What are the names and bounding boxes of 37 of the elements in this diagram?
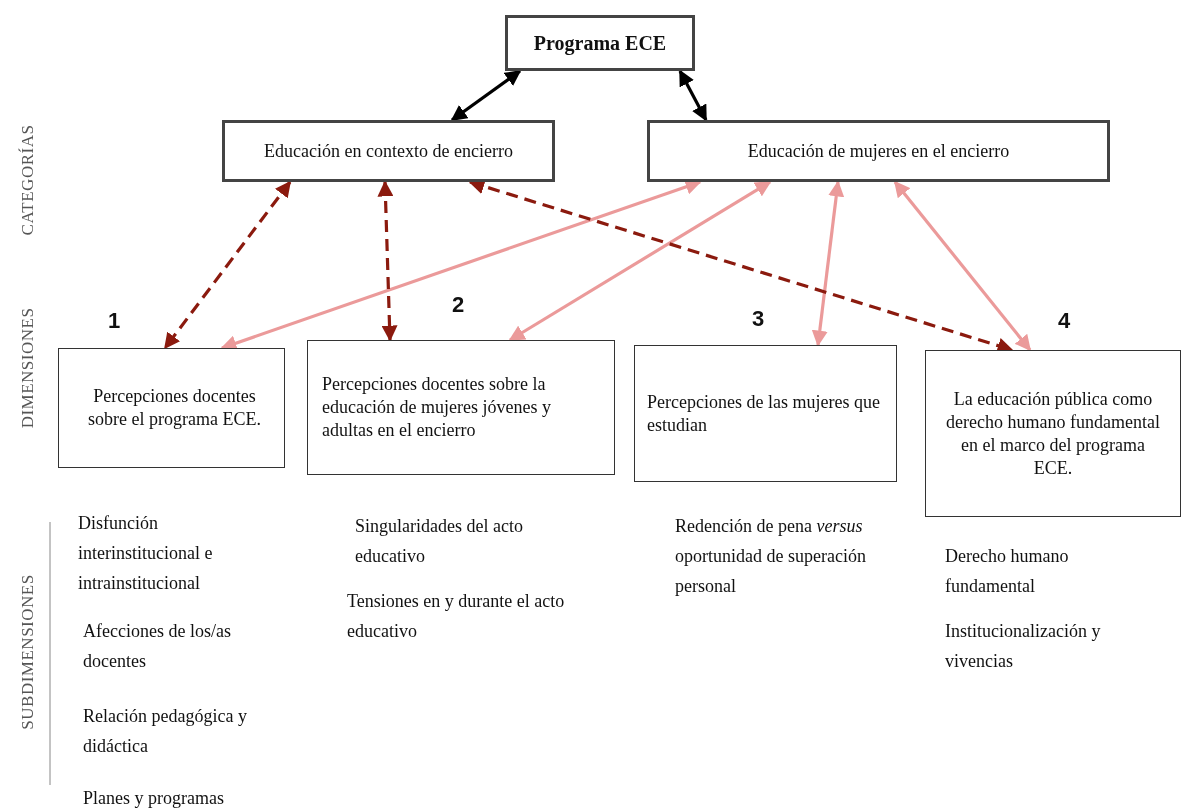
arrow xyxy=(450,69,522,122)
subdimension-text: Tensiones en y durante el acto educativo xyxy=(347,590,566,643)
subdimension-text: Relación pedagógica y didáctica xyxy=(83,705,248,758)
axis-heading: SUBDIMENSIONES xyxy=(17,574,38,730)
subdimension-text: Redención de pena versus oportunidad de superación personal xyxy=(675,515,867,598)
arrow xyxy=(811,180,845,347)
text-box xyxy=(58,348,285,468)
node-text: Educación en contexto de encierro xyxy=(263,139,514,163)
dimension-number: 3 xyxy=(752,306,765,332)
node-text: Percepciones docentes sobre la educación de mujeres jóvenes y adultas en el encierro xyxy=(322,373,552,442)
dimension-number: 1 xyxy=(108,308,121,334)
axis-heading: CATEGORÍAS xyxy=(17,124,38,236)
text-box xyxy=(634,345,897,482)
text-box xyxy=(647,120,1110,182)
arrow xyxy=(678,69,708,122)
arrow xyxy=(508,180,772,342)
arrow xyxy=(163,180,292,350)
text-box xyxy=(307,340,615,475)
node-text: Percepciones docentes sobre el programa ECE. xyxy=(87,385,262,431)
subdimension-text: Institucionalización y vivencias xyxy=(945,620,1102,673)
subdimension-text: Disfunción interinstitucional e intrainstitucional xyxy=(78,512,214,595)
node-text: Educación de mujeres en el encierro xyxy=(746,139,1011,163)
arrow xyxy=(377,180,398,342)
node-text: La educación pública como derecho humano fundamental en el marco del programa ECE. xyxy=(945,387,1161,480)
axis-heading: DIMENSIONES xyxy=(17,307,38,429)
text-box xyxy=(222,120,555,182)
arrow xyxy=(893,180,1032,352)
text-box xyxy=(925,350,1181,517)
node-text: Percepciones de las mujeres que estudian xyxy=(647,390,881,437)
subdimension-text: Derecho humano fundamental xyxy=(945,545,1070,598)
subdimension-text: Singularidades del acto educativo xyxy=(355,515,524,568)
dimension-number: 2 xyxy=(452,292,465,318)
text-box xyxy=(505,15,695,71)
subdimension-text: Afecciones de los/as docentes xyxy=(83,620,232,673)
node-text: Programa ECE xyxy=(532,31,668,55)
subdimension-text: Planes y programas xyxy=(83,787,225,809)
dimension-number: 4 xyxy=(1058,308,1071,334)
